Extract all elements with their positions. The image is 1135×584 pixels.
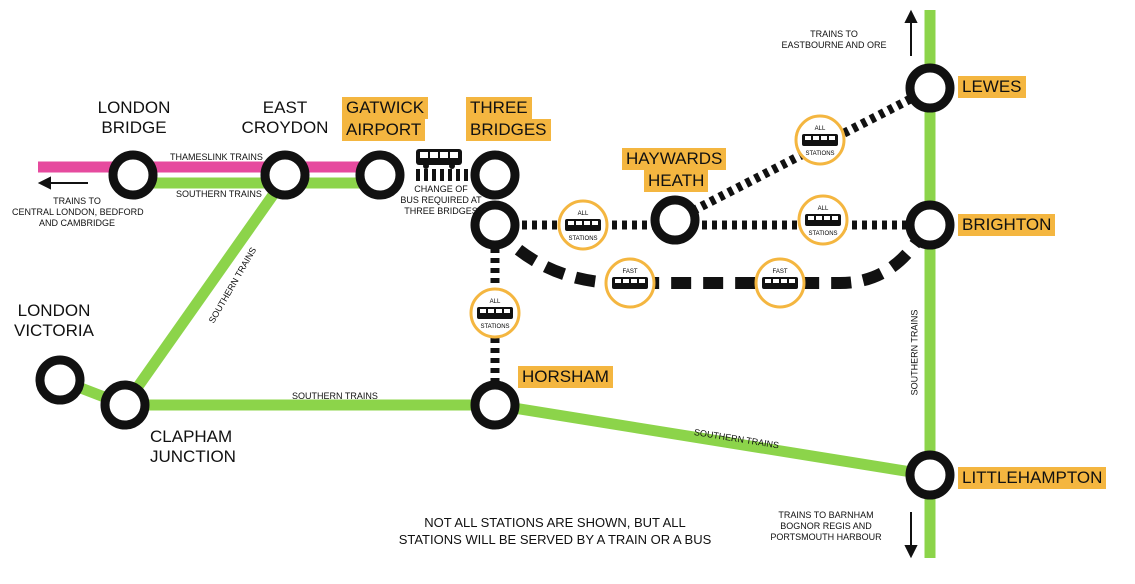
label-line: BRIDGE xyxy=(101,118,167,137)
station-brighton xyxy=(905,200,955,250)
badge-fast: FAST xyxy=(604,257,656,309)
note-line: CENTRAL LONDON, BEDFORD xyxy=(12,207,144,217)
badge-label-bottom: STATIONS xyxy=(568,236,597,242)
note-central-london: TRAINS TO CENTRAL LONDON, BEDFORD AND CA… xyxy=(12,196,144,229)
label-line: LONDON xyxy=(97,98,171,117)
note-line: BUS REQUIRED AT xyxy=(400,195,482,205)
badge-all-stations: ALL STATIONS xyxy=(797,194,849,246)
badge-label-top: FAST xyxy=(772,269,787,275)
bus-icon xyxy=(416,149,462,169)
label-london-victoria: LONDON VICTORIA xyxy=(10,301,98,341)
label-line: LONDON xyxy=(17,301,91,320)
note-line: THREE BRIDGES xyxy=(404,206,478,216)
line-label-southern-bottom: SOUTHERN TRAINS xyxy=(292,391,378,401)
badge-label-bottom: STATIONS xyxy=(808,231,837,237)
direction-arrows xyxy=(37,9,918,559)
line-label-southern-right: SOUTHERN TRAINS xyxy=(909,309,920,396)
note-line: TRAINS TO xyxy=(53,196,101,206)
line-label-thameslink: THAMESLINK TRAINS xyxy=(170,152,263,162)
station-london-victoria xyxy=(35,355,85,405)
label-line: CLAPHAM xyxy=(150,427,233,446)
badge-label-top: ALL xyxy=(578,211,589,217)
station-rings xyxy=(35,63,955,500)
label-three-bridges-line2: BRIDGES xyxy=(466,119,551,141)
label-line: CROYDON xyxy=(241,118,329,137)
label-line: JUNCTION xyxy=(150,447,236,466)
note-eastbourne: TRAINS TO EASTBOURNE AND ORE xyxy=(772,29,896,51)
note-line: EASTBOURNE AND ORE xyxy=(781,40,887,50)
badge-label-top: ALL xyxy=(818,206,829,212)
badge-all-stations: ALL STATIONS xyxy=(557,199,609,251)
label-brighton: BRIGHTON xyxy=(958,214,1056,236)
station-littlehampton xyxy=(905,450,955,500)
badge-label-top: ALL xyxy=(815,126,826,132)
note-line: TRAINS TO BARNHAM xyxy=(778,510,874,520)
station-three-bridges-top xyxy=(470,150,520,200)
note-line: BOGNOR REGIS AND xyxy=(780,521,872,531)
note-change-bus: CHANGE OF BUS REQUIRED AT THREE BRIDGES xyxy=(400,184,482,217)
label-haywards-line2: HEATH xyxy=(644,170,709,192)
badge-all-stations: ALL STATIONS xyxy=(469,287,521,339)
station-clapham-junction xyxy=(100,380,150,430)
badge-all-stations: ALL STATIONS xyxy=(794,114,846,166)
label-lewes: LEWES xyxy=(958,76,1026,98)
label-horsham: HORSHAM xyxy=(518,366,613,388)
label-three-bridges-line1: THREE xyxy=(466,97,532,119)
station-east-croydon xyxy=(260,150,310,200)
badge-fast: FAST xyxy=(754,257,806,309)
footer-note: NOT ALL STATIONS ARE SHOWN, BUT ALL STAT… xyxy=(370,514,740,548)
note-barnham: TRAINS TO BARNHAM BOGNOR REGIS AND PORTS… xyxy=(760,510,892,543)
label-london-bridge: LONDON BRIDGE xyxy=(90,98,178,138)
station-three-bridges xyxy=(470,200,520,250)
label-haywards-line1: HAYWARDS xyxy=(622,148,727,170)
label-clapham-junction: CLAPHAM JUNCTION xyxy=(150,427,260,467)
label-line: VICTORIA xyxy=(14,321,94,340)
note-line: CHANGE OF xyxy=(414,184,468,194)
station-london-bridge xyxy=(108,150,158,200)
label-gatwick-line1: GATWICK xyxy=(342,97,429,119)
label-littlehampton: LITTLEHAMPTON xyxy=(958,467,1107,489)
station-lewes xyxy=(905,63,955,113)
label-line: EAST xyxy=(262,98,308,117)
footer-line: STATIONS WILL BE SERVED BY A TRAIN OR A … xyxy=(398,532,712,547)
line-label-southern-top: SOUTHERN TRAINS xyxy=(176,189,262,199)
bus-badges: ALL STATIONS ALL STATIONS ALL STATIONS ALL STAT… xyxy=(469,114,849,339)
note-line: PORTSMOUTH HARBOUR xyxy=(770,532,882,542)
badge-label-top: FAST xyxy=(622,269,637,275)
badge-label-bottom: STATIONS xyxy=(805,151,834,157)
label-gatwick-line2: AIRPORT xyxy=(342,119,426,141)
label-east-croydon: EAST CROYDON xyxy=(235,98,335,138)
footer-line: NOT ALL STATIONS ARE SHOWN, BUT ALL xyxy=(424,515,686,530)
station-haywards-heath xyxy=(650,195,700,245)
note-line: TRAINS TO xyxy=(810,29,858,39)
note-line: AND CAMBRIDGE xyxy=(38,218,115,228)
station-gatwick xyxy=(355,150,405,200)
badge-label-bottom: STATIONS xyxy=(480,324,509,330)
station-horsham xyxy=(470,380,520,430)
badge-label-top: ALL xyxy=(490,299,501,305)
